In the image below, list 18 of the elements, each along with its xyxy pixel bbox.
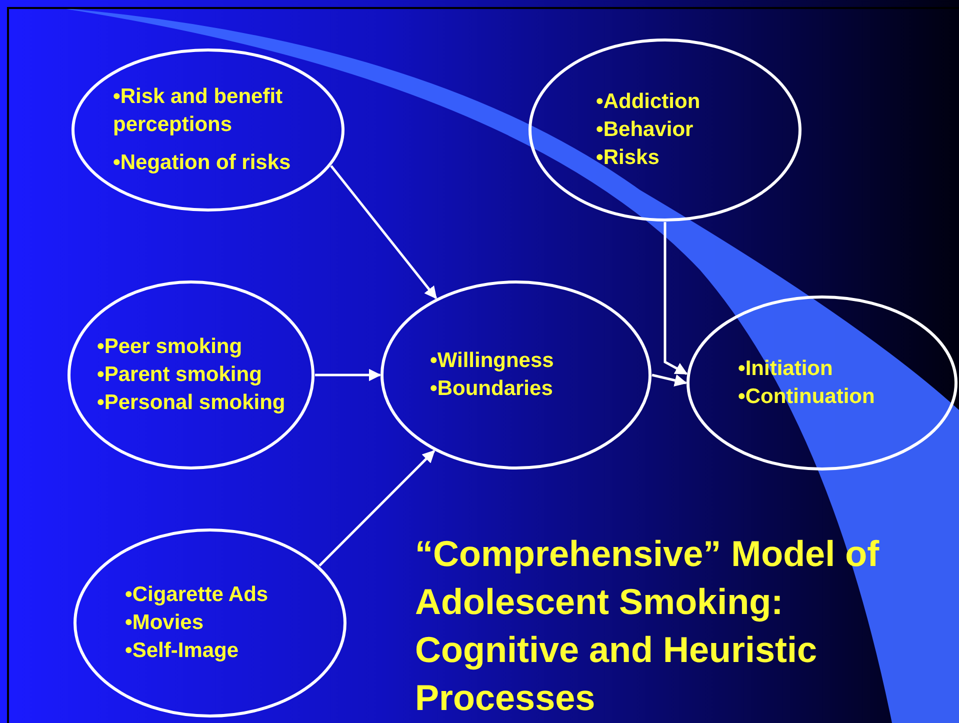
arrow: [330, 165, 438, 300]
bullet-text: •Boundaries: [430, 376, 554, 402]
bullet-text: •Movies: [125, 610, 205, 636]
bullet-text: •Addiction: [596, 89, 702, 115]
bullet-text: •Self-Image: [125, 638, 240, 664]
bullet-text: •Parent smoking: [97, 362, 263, 388]
bullet-text: •Willingness: [430, 348, 555, 374]
bullet-text: •Risks: [596, 145, 660, 171]
slide-title: “Comprehensive” Model of Adolescent Smoking: Cognitive and Heuristic Processes: [415, 532, 880, 720]
bullet-text: •Peer smoking: [97, 334, 244, 360]
bullet-text: •Behavior: [596, 117, 694, 143]
bullet-text: •Negation of risks: [113, 150, 292, 176]
bullet-text: •Risk and benefit perceptions: [113, 84, 284, 138]
bullet-text: •Cigarette Ads: [125, 582, 270, 608]
bullet-text: •Personal smoking: [97, 390, 286, 416]
arrow: [652, 374, 688, 386]
arrow: [318, 450, 436, 567]
arrow: [315, 368, 382, 382]
